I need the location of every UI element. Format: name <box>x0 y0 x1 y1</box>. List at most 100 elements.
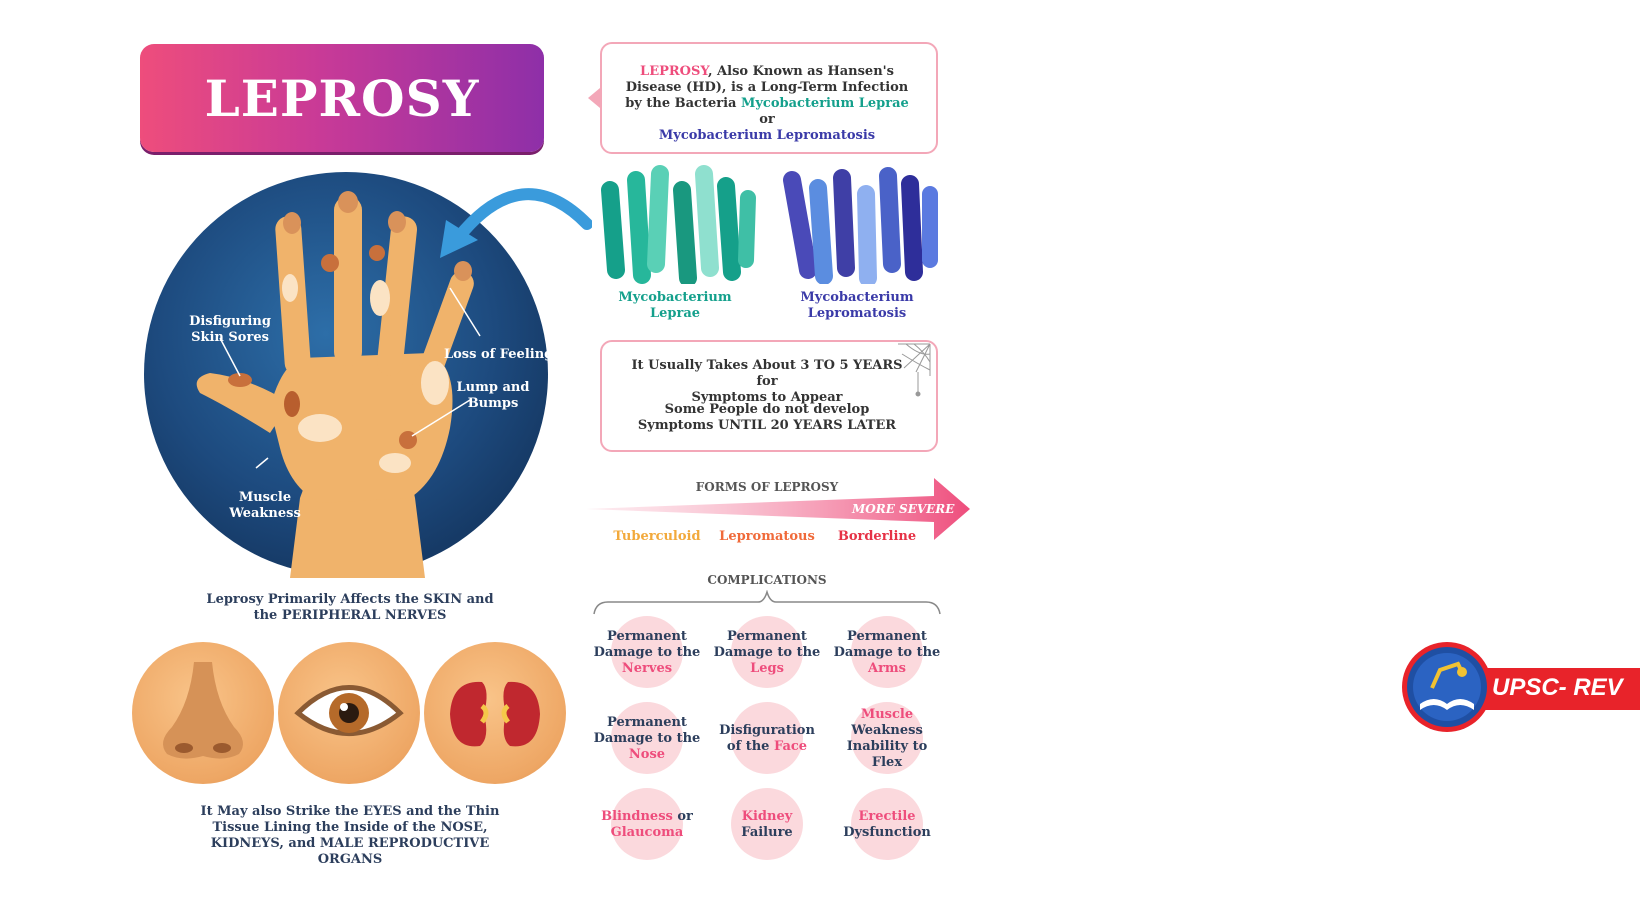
c1b: Damage to the <box>593 645 701 660</box>
affects-text: Leprosy Primarily Affects the SKIN and t… <box>190 592 510 624</box>
symptoms-l1a: It Usually Takes About 3 TO 5 YEARS for <box>631 358 903 389</box>
complication-bg-8 <box>731 788 803 860</box>
nose-icon <box>132 642 274 784</box>
c2c: Legs <box>750 661 784 676</box>
symptoms-l2b: Symptoms UNTIL 20 YEARS LATER <box>637 418 897 433</box>
bacteria-lepromatosis-l2: Lepromatosis <box>807 306 907 321</box>
c6c: Inability to Flex <box>846 739 928 770</box>
label-skin-sores-l2: Skin Sores <box>191 330 269 345</box>
complication-bg-6 <box>851 702 923 774</box>
c8b: Failure <box>741 825 793 840</box>
c9a: Erectile <box>858 809 916 824</box>
label-skin-sores-l1: Disfiguring <box>189 314 271 329</box>
label-lump-l2: Bumps <box>467 396 519 411</box>
form-borderline: Borderline <box>837 529 917 544</box>
bacteria-leprae-l1: Mycobacterium <box>618 290 732 305</box>
bacteria-leprae-icon <box>601 165 756 284</box>
hand-illustration <box>144 172 548 578</box>
symptoms-text-1: It Usually Takes About 3 TO 5 YEARS for … <box>620 358 914 406</box>
organs-l3: KIDNEYS, and MALE REPRODUCTIVE <box>210 836 490 851</box>
affects-l1: Leprosy Primarily Affects the SKIN and <box>206 592 494 607</box>
intro-box-pointer <box>588 88 600 108</box>
c4a: Permanent <box>607 715 687 730</box>
intro-text: LEPROSY, Also Known as Hansen's Disease … <box>620 64 914 144</box>
bacteria-lepromatosis-l1: Mycobacterium <box>800 290 914 305</box>
c3b: Damage to the <box>833 645 941 660</box>
c7c: Glaucoma <box>610 825 684 840</box>
logo-circle <box>1402 642 1492 732</box>
bacteria-lepromatosis-icon <box>783 167 938 284</box>
intro-part2: or <box>759 112 775 127</box>
c3c: Arms <box>867 661 906 676</box>
c5a: Disfiguration <box>719 723 815 738</box>
severity-label: MORE SEVERE <box>852 502 955 516</box>
c6b: Weakness <box>851 723 923 738</box>
page-title: LEPROSY <box>204 68 480 128</box>
complication-bg-2 <box>731 616 803 688</box>
label-muscle: Muscle Weakness <box>220 490 310 522</box>
organs-l2: Tissue Lining the Inside of the NOSE, <box>212 820 488 835</box>
intro-part1: , Also Known as Hansen's Disease (HD), i… <box>625 64 909 111</box>
c5b: of the <box>726 739 774 754</box>
complication-bg-9 <box>851 788 923 860</box>
spiderweb-icon <box>898 343 931 397</box>
label-skin-sores: Disfiguring Skin Sores <box>180 314 280 346</box>
c6a: Muscle <box>860 707 914 722</box>
affects-l2: the PERIPHERAL NERVES <box>253 608 447 623</box>
label-muscle-l1: Muscle <box>238 490 292 505</box>
title-banner <box>140 44 544 152</box>
c2b: Damage to the <box>713 645 821 660</box>
pointer-arrow <box>440 188 592 258</box>
complication-bg-1 <box>611 616 683 688</box>
complication-bg-4 <box>611 702 683 774</box>
label-lump: Lump and Bumps <box>448 380 538 412</box>
c8a: Kidney <box>741 809 793 824</box>
complications-heading: COMPLICATIONS <box>707 573 827 587</box>
label-lump-l1: Lump and <box>456 380 530 395</box>
eye-icon <box>278 642 420 784</box>
complication-bg-5 <box>731 702 803 774</box>
c2a: Permanent <box>727 629 807 644</box>
label-loss-feeling: Loss of Feeling <box>444 347 554 362</box>
forms-heading: FORMS OF LEPROSY <box>695 480 839 494</box>
c9b: Dysfunction <box>843 825 931 840</box>
c1c: Nerves <box>621 661 673 676</box>
intro-bacteria1: Mycobacterium Leprae <box>740 96 909 111</box>
organs-text: It May also Strike the EYES and the Thin… <box>190 804 510 868</box>
symptoms-text-2: Some People do not develop Symptoms UNTI… <box>620 402 914 434</box>
logo-banner <box>1480 668 1640 710</box>
c7b: or <box>672 809 693 824</box>
intro-bacteria2: Mycobacterium Lepromatosis <box>658 128 876 143</box>
intro-box <box>600 42 938 154</box>
c4c: Nose <box>628 747 666 762</box>
complications-brace <box>593 590 941 615</box>
kidney-icon <box>424 642 566 784</box>
intro-word: LEPROSY <box>640 64 708 79</box>
form-tuberculoid: Tuberculoid <box>613 529 701 544</box>
organs-l1: It May also Strike the EYES and the Thin <box>200 804 500 819</box>
c1a: Permanent <box>607 629 687 644</box>
bacteria-leprae-label: Mycobacterium Leprae <box>610 290 740 322</box>
form-lepromatous: Lepromatous <box>719 529 815 544</box>
c4b: Damage to the <box>593 731 701 746</box>
label-muscle-l2: Weakness <box>229 506 301 521</box>
bacteria-lepromatosis-label: Mycobacterium Lepromatosis <box>792 290 922 322</box>
c5c: Face <box>773 739 808 754</box>
c3a: Permanent <box>847 629 927 644</box>
c7a: Blindness <box>601 809 673 824</box>
logo-text: UPSC- REV <box>1492 674 1623 701</box>
symptoms-box <box>600 340 938 452</box>
symptoms-l2a: Some People do not develop <box>664 402 870 417</box>
severity-arrow <box>586 478 970 540</box>
complication-bg-7 <box>611 788 683 860</box>
symptoms-l1b: Symptoms to Appear <box>691 390 843 405</box>
